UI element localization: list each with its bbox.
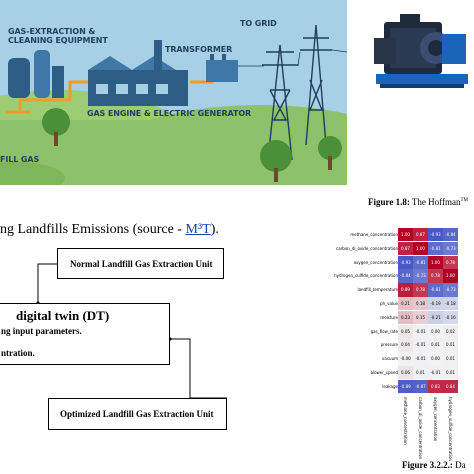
heatmap-row-label: moisture xyxy=(380,314,398,320)
optimized-extraction-unit-label: Optimized Landfill Gas Extraction Unit xyxy=(60,409,214,419)
heatmap-cell: 0.78 xyxy=(443,255,458,269)
cleaning-equipment-label: CLEANING EQUIPMENT xyxy=(8,36,108,45)
heatmap-column-label: methane_concentration xyxy=(403,396,408,445)
heatmap-cell: -0.84 xyxy=(398,269,413,283)
gas-engine-label: GAS ENGINE & ELECTRIC GENERATOR xyxy=(87,109,252,118)
heatmap-cell: 0.05 xyxy=(398,324,413,338)
heatmap-cell: 1.00 xyxy=(413,241,428,256)
heatmap-cell: 0.01 xyxy=(443,338,458,352)
heatmap-cell: 0.84 xyxy=(443,379,458,394)
heatmap-cell: 1.00 xyxy=(443,269,458,283)
heatmap-cell: -0.00 xyxy=(398,352,413,366)
heatmap-cell: 0.01 xyxy=(428,338,443,352)
normal-extraction-unit-box: Normal Landfill Gas Extraction Unit xyxy=(57,248,224,279)
optimized-extraction-unit-box: Optimized Landfill Gas Extraction Unit xyxy=(48,398,227,430)
heatmap-cell: -0.84 xyxy=(443,228,458,242)
figure-title: ng Landfills Emissions (source - M³T). xyxy=(0,222,219,237)
heatmap-cell: 0.18 xyxy=(413,297,428,311)
heatmap-cell: -0.93 xyxy=(398,255,413,269)
heatmap-cell: 0.02 xyxy=(443,324,458,338)
heatmap-cell: -0.87 xyxy=(413,379,428,394)
heatmap-cell: 0.23 xyxy=(398,310,413,325)
heatmap-cell: -0.21 xyxy=(428,310,443,325)
landfill-gas-illustration: GAS-EXTRACTION & CLEANING EQUIPMENT TRAN… xyxy=(0,0,347,185)
gas-tank xyxy=(8,58,30,98)
figure-3-2-2-caption: Figure 3.2.2.: Da xyxy=(402,460,466,470)
heatmap-cell: 0.01 xyxy=(443,366,458,380)
heatmap-cell: -0.19 xyxy=(428,297,443,311)
digital-twin-title: digital twin (DT) xyxy=(16,308,110,323)
heatmap-cell: 0.04 xyxy=(398,338,413,352)
connector-dt-to-optimized xyxy=(170,338,227,399)
heatmap-cell: -0.16 xyxy=(443,310,458,325)
heatmap-row-label: ph_value xyxy=(380,301,398,306)
heatmap-cell: 1.00 xyxy=(428,255,443,269)
heatmap-cell: -0.73 xyxy=(443,241,458,256)
digital-twin-line-2: ntration. xyxy=(1,348,35,358)
heatmap-cell: 0.00 xyxy=(428,324,443,338)
tree xyxy=(42,108,70,136)
heatmap-cell: -0.89 xyxy=(398,379,413,394)
heatmap-row-label: landfill_temperature xyxy=(357,287,398,293)
heatmap-cell: -0.73 xyxy=(413,269,428,283)
heatmap-cell: -0.81 xyxy=(428,283,443,297)
heatmap-cell: -0.73 xyxy=(443,283,458,297)
heatmap-row-label: carbon_di_oxide_concentration xyxy=(336,245,398,251)
connector-dt-to-normal xyxy=(37,263,57,303)
heatmap-cell: -0.81 xyxy=(428,241,443,256)
heatmap-cell: -0.01 xyxy=(413,324,428,338)
transformer-label: TRANSFORMER xyxy=(165,45,233,54)
power-pylons xyxy=(238,24,347,161)
figure-1-8-caption: Figure 1.8: The HoffmanTM xyxy=(368,197,468,207)
heatmap-cell: -0.01 xyxy=(413,352,428,366)
heatmap-cell: 0.87 xyxy=(398,241,413,256)
heatmap-row-label: methane_concentration xyxy=(350,232,398,237)
heatmap-cell: 0.87 xyxy=(413,228,428,242)
heatmap-cell: -0.01 xyxy=(428,366,443,380)
heatmap-cell: 0.83 xyxy=(428,379,443,394)
heatmap-row-label: hydrogen_sulfide_concentration xyxy=(334,273,398,279)
heatmap-cell: 0.15 xyxy=(413,310,428,325)
to-grid-label: TO GRID xyxy=(240,19,277,28)
heatmap-row-label: oxygen_concentration xyxy=(353,259,398,265)
heatmap-cell: 0.78 xyxy=(428,269,443,283)
digital-twin-line-1: ng input parameters. xyxy=(1,326,82,336)
heatmap-cell: 1.00 xyxy=(398,228,413,242)
heatmap-row-label: blower_speed xyxy=(370,370,398,375)
heatmap-column-label: oxygen_concentration xyxy=(433,396,438,441)
landfill-gas-label: FILL GAS xyxy=(0,155,40,164)
heatmap-cell: -0.01 xyxy=(413,338,428,352)
heatmap-cell: 0.01 xyxy=(443,352,458,366)
heatmap-row-label: gas_flow_rate xyxy=(370,328,398,334)
source-link[interactable]: M³T xyxy=(185,222,211,237)
heatmap-row-label: pressure xyxy=(380,342,398,348)
heatmap-cell: -0.93 xyxy=(428,228,443,242)
heatmap-cell: 0.00 xyxy=(428,352,443,366)
heatmap-cell: 0.01 xyxy=(413,366,428,380)
heatmap-cell: 0.21 xyxy=(398,297,413,311)
heatmap-row-label: leakage xyxy=(382,383,398,389)
digital-twin-box: digital twin (DT) ng input parameters. n… xyxy=(0,303,170,365)
heatmap-column-label: hydrogen_sulfide_concentration xyxy=(448,396,453,461)
heatmap-cell: 0.89 xyxy=(398,283,413,297)
transformer xyxy=(206,60,238,82)
heatmap-cell: -0.18 xyxy=(443,297,458,311)
normal-extraction-unit-label: Normal Landfill Gas Extraction Unit xyxy=(70,259,213,269)
hoffman-blower-photo xyxy=(370,4,474,100)
heatmap-cell: -0.81 xyxy=(413,255,428,269)
heatmap-column-label: carbon_di_oxide_concentration xyxy=(418,396,423,459)
heatmap-cell: 0.06 xyxy=(398,366,413,380)
gas-extraction-label: GAS-EXTRACTION & xyxy=(8,27,96,36)
heatmap-cell: 0.78 xyxy=(413,283,428,297)
gas-pipe xyxy=(18,80,92,110)
heatmap-row-label: vacuum xyxy=(382,356,398,362)
